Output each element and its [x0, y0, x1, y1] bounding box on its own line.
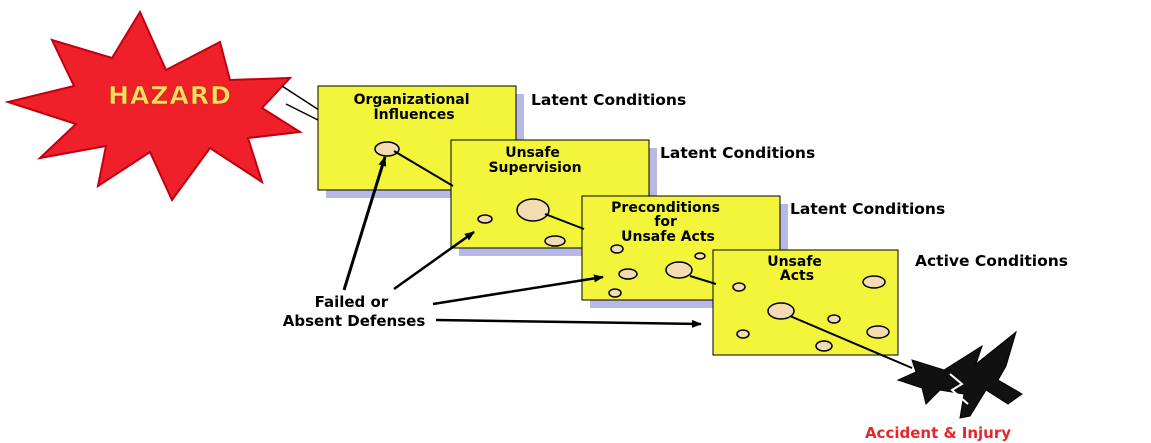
condition-label: Latent Conditions	[660, 144, 815, 162]
defense-arrow	[342, 156, 387, 291]
defense-hole	[862, 275, 886, 289]
defense-hole	[618, 268, 638, 280]
defense-hole	[608, 288, 622, 298]
defense-arrow	[435, 318, 702, 328]
svg-text:Unsafe Supervision: Unsafe Supervision	[488, 145, 581, 176]
defense-hole	[477, 214, 493, 224]
slice-title-line: for	[654, 214, 677, 230]
defense-hole	[516, 198, 550, 222]
defense-hole	[815, 340, 833, 352]
defense-hole	[665, 261, 693, 279]
defense-hole	[866, 325, 890, 339]
hazard-trajectory-line	[281, 85, 323, 113]
defense-hole	[694, 252, 706, 260]
defense-hole	[827, 314, 841, 324]
defense-hole	[732, 282, 746, 292]
defenses-label-line: Absent Defenses	[283, 312, 426, 330]
slice-title-line: Influences	[373, 107, 454, 123]
slice-title-line: Unsafe	[767, 254, 822, 270]
condition-label: Latent Conditions	[790, 200, 945, 218]
hazard-trajectory-line	[285, 103, 323, 123]
defense-arrow	[432, 274, 604, 306]
defense-hole	[374, 141, 400, 157]
explosion-star-icon	[4, 9, 303, 202]
defense-arrow	[393, 230, 475, 291]
hazard-starburst: HAZARD	[4, 9, 303, 202]
trajectory-line	[393, 150, 454, 187]
slice-title-line: Organizational	[354, 92, 470, 108]
condition-label: Active Conditions	[915, 252, 1068, 270]
svg-text:Organizational Influence: Organizational Influences	[354, 92, 475, 123]
defense-hole	[736, 329, 750, 339]
trajectory-line	[544, 213, 585, 230]
svg-text:Unsafe Acts: Unsafe Acts	[767, 254, 827, 284]
crashing-jet-icon	[896, 330, 1023, 419]
condition-label: Latent Conditions	[531, 91, 686, 109]
defense-hole	[544, 235, 566, 247]
trajectory-line	[689, 275, 717, 285]
outcome-label: Accident & Injury	[865, 424, 1011, 442]
slice-unsafe-acts: Unsafe Acts	[712, 249, 899, 356]
defenses-label-line: Failed or	[315, 293, 389, 311]
defense-hole	[767, 302, 795, 320]
trajectory-line	[789, 315, 913, 369]
defense-hole	[610, 244, 624, 254]
svg-text:Preconditions for: Preconditions for Unsafe Acts	[611, 200, 725, 245]
slice-title-line: Unsafe Acts	[621, 229, 715, 245]
slice-title-line: Acts	[780, 268, 814, 284]
slice-title-line: Preconditions	[611, 200, 720, 216]
slice-title-line: Supervision	[488, 160, 581, 176]
slice-title-line: Unsafe	[505, 145, 560, 161]
hazard-label: HAZARD	[108, 81, 232, 110]
defenses-label: Failed or Absent Defenses	[283, 293, 426, 330]
